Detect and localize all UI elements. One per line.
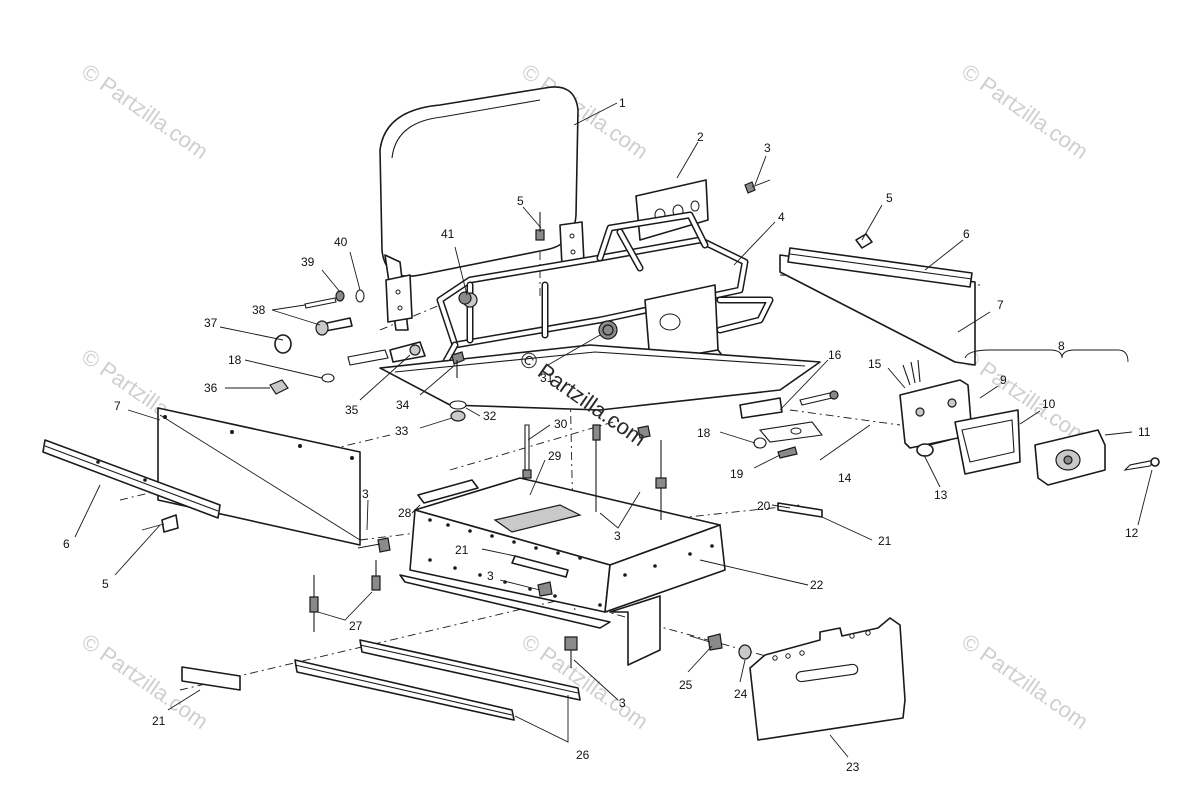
callout-7-right: 7 (997, 298, 1004, 312)
callout-34: 34 (396, 398, 410, 412)
callout-21-mid: 21 (455, 543, 469, 557)
callout-38: 38 (252, 303, 266, 317)
rack-frame-part (379, 211, 824, 443)
left-rail-and-panel-parts (42, 407, 361, 546)
callout-18-left: 18 (228, 353, 242, 367)
callout-32: 32 (483, 409, 497, 423)
callout-13: 13 (934, 488, 948, 502)
tray-box-part (399, 477, 726, 666)
callout-10: 10 (1042, 397, 1056, 411)
callout-29: 29 (548, 449, 562, 463)
watermark-top-right: © Partzilla.com (957, 59, 1093, 165)
callout-19: 19 (730, 467, 744, 481)
callout-27: 27 (349, 619, 363, 633)
floor-rails-part (294, 639, 581, 721)
callout-33: 33 (395, 424, 409, 438)
callout-18-right: 18 (697, 426, 711, 440)
callout-39: 39 (301, 255, 315, 269)
callout-22: 22 (810, 578, 824, 592)
watermark-bottom-right: © Partzilla.com (957, 629, 1093, 735)
callout-31: 31 (540, 371, 554, 385)
callout-25: 25 (679, 678, 693, 692)
leader-lines (74, 102, 1153, 758)
tray-box-holes (428, 518, 714, 607)
callout-4: 4 (778, 210, 785, 224)
callout-7-left: 7 (114, 399, 121, 413)
callout-40: 40 (334, 235, 348, 249)
callout-12: 12 (1125, 526, 1139, 540)
callout-16: 16 (828, 348, 842, 362)
callout-23: 23 (846, 760, 860, 774)
callout-15: 15 (868, 357, 882, 371)
callout-6-left: 6 (63, 537, 70, 551)
callout-9: 9 (1000, 373, 1007, 387)
callout-6-right: 6 (963, 227, 970, 241)
callout-3-lower: 3 (487, 569, 494, 583)
callout-11: 11 (1138, 425, 1151, 439)
callout-8: 8 (1058, 339, 1065, 353)
callout-35: 35 (345, 403, 359, 417)
right-rail-and-panel-parts (779, 233, 976, 366)
callout-26: 26 (576, 748, 590, 762)
callout-30: 30 (554, 417, 568, 431)
callout-2: 2 (697, 130, 704, 144)
callout-24: 24 (734, 687, 748, 701)
callout-3-bottom: 3 (619, 696, 626, 710)
callout-5-left: 5 (102, 577, 109, 591)
mud-flap-part (749, 617, 906, 741)
callout-21-right: 21 (878, 534, 892, 548)
tail-lamp-assembly (899, 359, 1160, 486)
callout-14: 14 (838, 471, 852, 485)
callout-21-left: 21 (152, 714, 166, 728)
callout-labels: 1 2 3 4 5 5 6 7 8 9 10 11 12 13 14 15 16… (63, 96, 1151, 774)
callout-3-left: 3 (362, 487, 369, 501)
callout-5-top: 5 (517, 194, 524, 208)
backrest-part (379, 86, 585, 331)
callout-20: 20 (757, 499, 771, 513)
watermark-top-left: © Partzilla.com (77, 59, 213, 165)
callout-28: 28 (398, 506, 412, 520)
callout-5-right: 5 (886, 191, 893, 205)
callout-3-top: 3 (764, 141, 771, 155)
callout-41: 41 (441, 227, 455, 241)
callout-3-mid: 3 (614, 529, 621, 543)
callout-36: 36 (204, 381, 218, 395)
callout-1: 1 (619, 96, 626, 110)
hardware-group (269, 179, 839, 668)
callout-37: 37 (204, 316, 218, 330)
